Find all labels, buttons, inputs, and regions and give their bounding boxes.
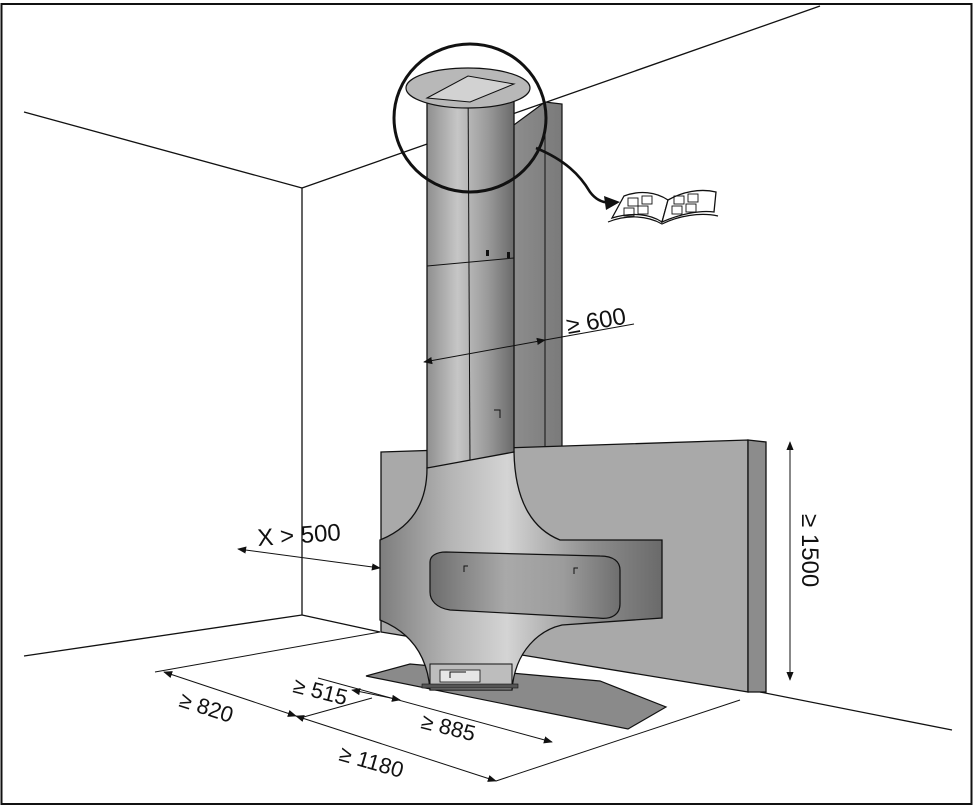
- dim-label-side-clearance: X > 500: [257, 519, 342, 552]
- diagram-border: [0, 3, 973, 805]
- dim-label-total-depth: ≥ 1180: [337, 741, 407, 783]
- dim-line-rear-depth: [423, 337, 546, 365]
- dimension-lines: [154, 323, 794, 782]
- stove-body: [379, 451, 663, 691]
- dim-label-back-wall-height: ≥ 1500: [796, 514, 823, 587]
- dim-label-rear-depth: ≥ 600: [564, 303, 628, 340]
- dim-label-base-offset: ≥ 515: [291, 673, 350, 711]
- floor-plate: [365, 663, 668, 730]
- dim-line-base-width: [163, 671, 297, 717]
- dim-line-side-clearance: [237, 546, 381, 571]
- dim-line-base-offset: [351, 688, 401, 702]
- dim-label-base-depth: ≥ 885: [419, 709, 478, 747]
- stove-window: [429, 551, 621, 619]
- dim-line-total-depth: [295, 715, 497, 782]
- open-book-icon: [607, 189, 719, 225]
- flue-top: [425, 75, 516, 103]
- chimney-flue: [426, 75, 515, 469]
- magnifier-circle-icon: [392, 42, 620, 210]
- room-outline: [23, 5, 953, 731]
